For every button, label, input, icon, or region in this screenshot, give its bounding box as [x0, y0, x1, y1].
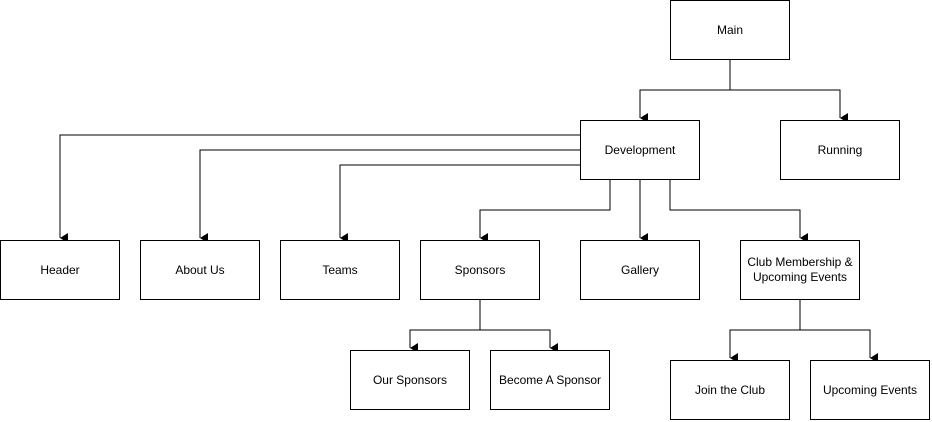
node-label: Development — [604, 142, 676, 157]
connector-main-to-development — [639, 60, 731, 123]
node-label: Main — [716, 22, 743, 37]
node-about-us: About Us — [140, 240, 260, 300]
node-header: Header — [0, 240, 120, 300]
connector-development-to-sponsors — [479, 180, 611, 243]
node-label: Become A Sponsor — [498, 372, 602, 387]
node-gallery: Gallery — [580, 240, 700, 300]
connector-development-to-club — [669, 180, 808, 243]
node-teams: Teams — [280, 240, 400, 300]
node-club-membership: Club Membership & Upcoming Events — [740, 240, 860, 300]
connector-sponsors-to-our_sponsors — [409, 300, 481, 353]
connector-main-to-running — [729, 60, 848, 123]
node-running: Running — [780, 120, 900, 180]
connector-development-to-teams — [339, 164, 580, 243]
connector-sponsors-to-become_sponsor — [479, 300, 558, 353]
node-upcoming-events: Upcoming Events — [810, 360, 930, 420]
node-label: Teams — [322, 262, 358, 277]
node-label: Header — [40, 262, 80, 277]
node-label: Running — [817, 142, 863, 157]
node-label: Join the Club — [694, 382, 766, 397]
node-label: Upcoming Events — [822, 382, 918, 397]
node-label: About Us — [175, 262, 225, 277]
node-label: Club Membership & Upcoming Events — [747, 255, 853, 284]
node-label: Sponsors — [454, 262, 506, 277]
node-become-a-sponsor: Become A Sponsor — [490, 350, 610, 410]
connector-club-to-join_club — [729, 300, 801, 363]
node-join-the-club: Join the Club — [670, 360, 790, 420]
node-sponsors: Sponsors — [420, 240, 540, 300]
node-development: Development — [580, 120, 700, 180]
connector-club-to-upcoming_events — [799, 300, 878, 363]
connector-development-to-header — [59, 134, 580, 243]
node-main: Main — [670, 0, 790, 60]
node-our-sponsors: Our Sponsors — [350, 350, 470, 410]
node-label: Our Sponsors — [372, 372, 448, 387]
connector-development-to-about — [199, 149, 580, 243]
node-label: Gallery — [620, 262, 659, 277]
